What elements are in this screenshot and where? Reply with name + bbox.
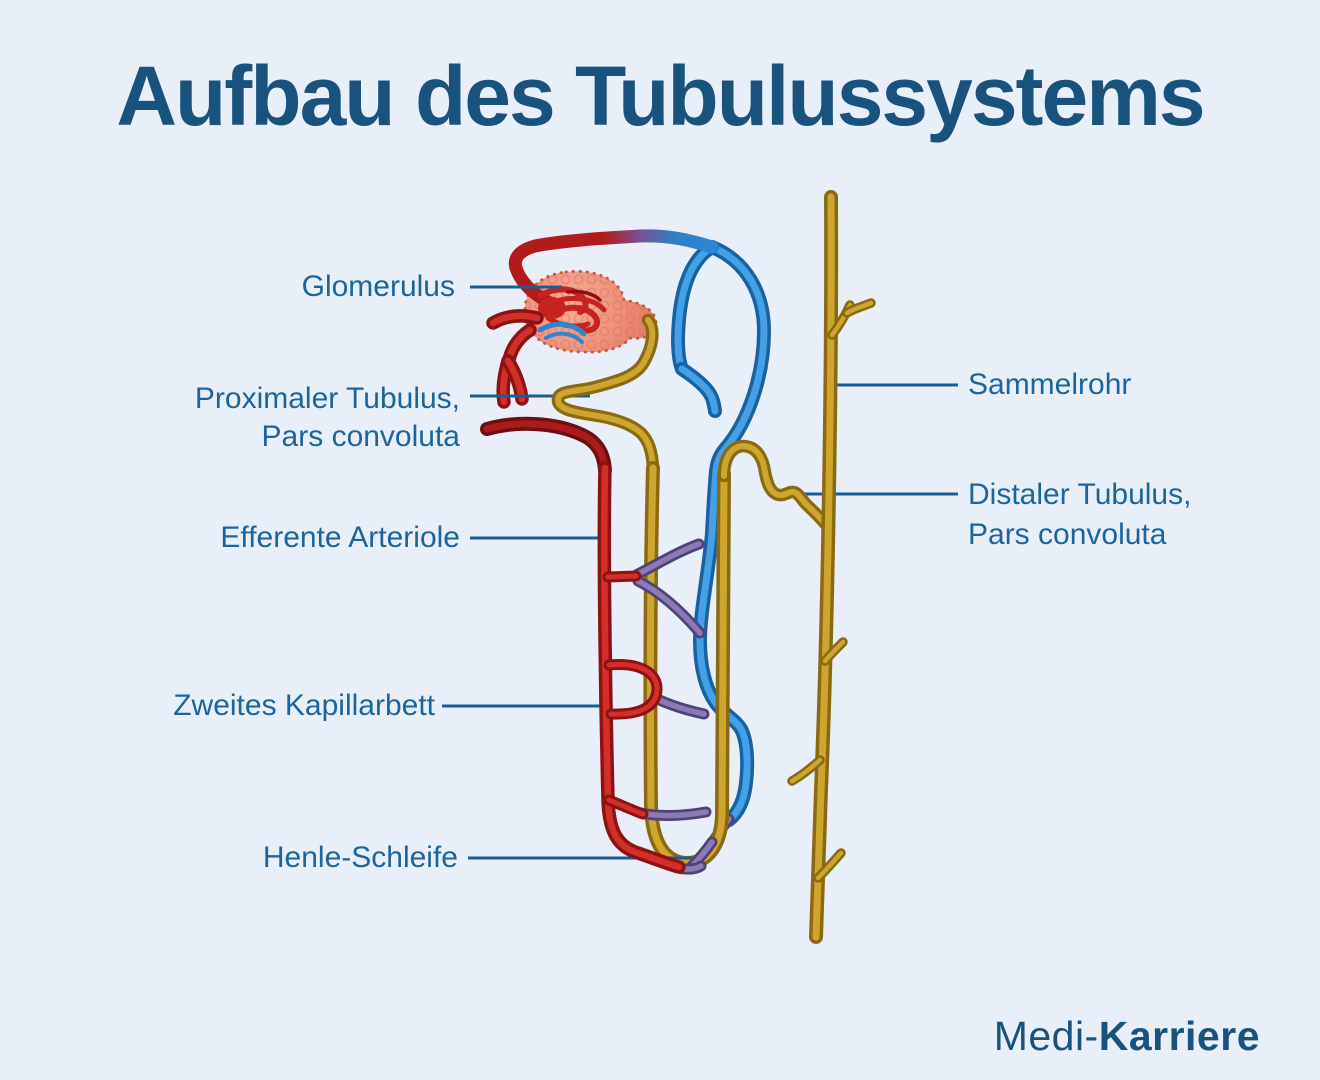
efferent-to-vein-gradient-vessel	[508, 229, 719, 309]
label-second-capillary-bed: Zweites Kapillarbett	[173, 689, 435, 722]
collecting-duct-figure	[792, 197, 871, 937]
artery-figure	[604, 468, 679, 867]
brand-suffix: Karriere	[1098, 1013, 1260, 1059]
distal-tubule-figure	[724, 446, 827, 526]
page-title: Aufbau des Tubulussystems	[116, 49, 1205, 143]
label-distal-tubule: Distaler Tubulus, Pars convoluta	[968, 478, 1192, 551]
afferent-arteriole	[493, 316, 537, 402]
brand-logo: Medi-Karriere	[994, 1013, 1260, 1060]
label-glomerulus: Glomerulus	[301, 270, 455, 303]
capillary-tuft	[537, 286, 607, 344]
label-efferent-arteriole: Efferente Arteriole	[220, 521, 460, 554]
label-proximal-tubule: Proximaler Tubulus, Pars convoluta	[194, 382, 460, 453]
glomerulus-figure	[493, 229, 719, 402]
label-collecting-duct: Sammelrohr	[968, 368, 1132, 401]
leader-lines	[442, 285, 958, 708]
brand-prefix: Medi-	[993, 1013, 1099, 1059]
efferent-arteriole-figure	[487, 424, 605, 470]
label-henle-loop: Henle-Schleife	[262, 841, 458, 874]
